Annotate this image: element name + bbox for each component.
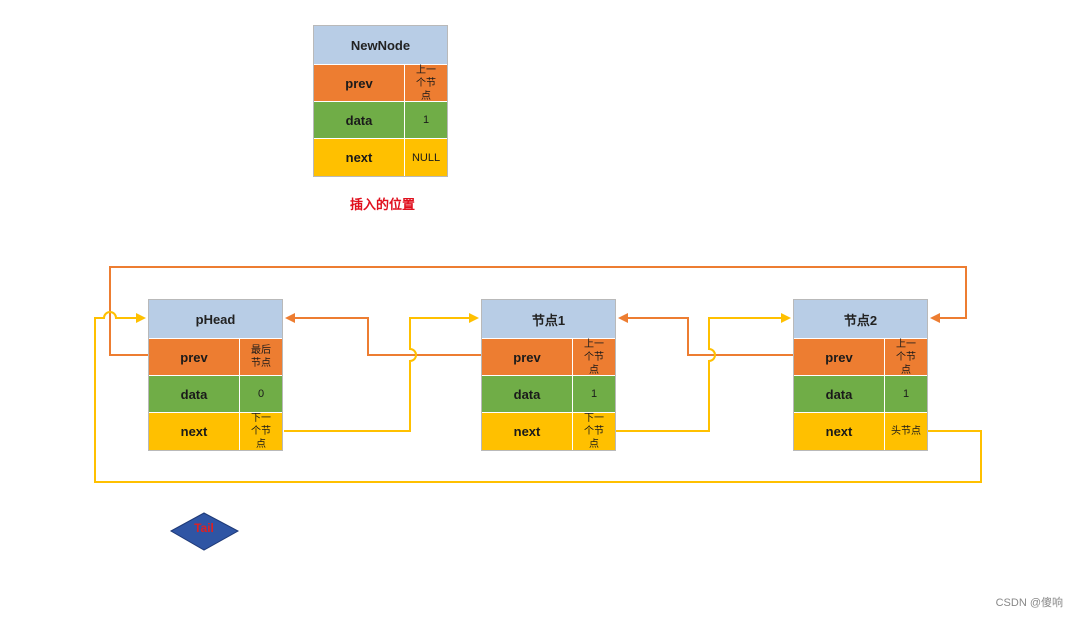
- field-key: data: [482, 376, 573, 412]
- node-next-row: next 下一个节点: [482, 413, 615, 450]
- node2-prev-link: [618, 313, 793, 356]
- tail-diamond: [169, 512, 240, 551]
- field-key: prev: [149, 339, 240, 375]
- field-value: 下一个节点: [584, 413, 604, 450]
- field-key: prev: [314, 65, 405, 101]
- tail-label: Tail: [194, 521, 214, 535]
- new-node-title: NewNode: [314, 26, 447, 65]
- field-value: 1: [590, 388, 598, 400]
- node2-next-link: [94, 311, 982, 483]
- node-data-row: data 1: [794, 376, 927, 413]
- new-node-prev-row: prev 上一个节点: [314, 65, 447, 102]
- field-key: next: [314, 139, 405, 176]
- field-key: data: [794, 376, 885, 412]
- field-value: 上一个节点: [584, 338, 604, 376]
- field-value: 0: [257, 388, 265, 400]
- new-node-data-row: data 1: [314, 102, 447, 139]
- node1-box: 节点1 prev 上一个节点 data 1 next 下一个节点: [481, 299, 616, 451]
- field-key: next: [794, 413, 885, 450]
- field-value: NULL: [411, 151, 441, 164]
- node-title: 节点2: [794, 300, 927, 339]
- node-title: 节点1: [482, 300, 615, 339]
- phead-node-box: pHead prev 最后节点 data 0 next 下一个节点: [148, 299, 283, 451]
- field-key: prev: [482, 339, 573, 375]
- field-value: 1: [422, 114, 430, 126]
- node-title: pHead: [149, 300, 282, 339]
- field-value: 最后节点: [251, 345, 271, 369]
- field-key: data: [149, 376, 240, 412]
- node1-next-link: [616, 313, 791, 432]
- node-data-row: data 1: [482, 376, 615, 413]
- field-key: next: [149, 413, 240, 450]
- new-node-next-row: next NULL: [314, 139, 447, 176]
- field-value: 下一个节点: [251, 413, 271, 450]
- field-key: next: [482, 413, 573, 450]
- field-key: data: [314, 102, 405, 138]
- field-value: 1: [902, 388, 910, 400]
- node-next-row: next 下一个节点: [149, 413, 282, 450]
- node2-box: 节点2 prev 上一个节点 data 1 next 头节点: [793, 299, 928, 451]
- node1-prev-link: [285, 313, 481, 356]
- phead-next-link: [284, 313, 479, 432]
- node-next-row: next 头节点: [794, 413, 927, 450]
- field-value: 头节点: [891, 426, 921, 437]
- field-key: prev: [794, 339, 885, 375]
- field-value: 上一个节点: [416, 64, 436, 102]
- node-data-row: data 0: [149, 376, 282, 413]
- new-node-box: NewNode prev 上一个节点 data 1 next NULL: [313, 25, 448, 177]
- field-value: 上一个节点: [896, 338, 916, 376]
- node-prev-row: prev 上一个节点: [482, 339, 615, 376]
- insert-position-label: 插入的位置: [349, 197, 415, 212]
- phead-prev-link: [109, 266, 967, 356]
- node-prev-row: prev 上一个节点: [794, 339, 927, 376]
- watermark: CSDN @傻响: [995, 597, 1063, 609]
- node-prev-row: prev 最后节点: [149, 339, 282, 376]
